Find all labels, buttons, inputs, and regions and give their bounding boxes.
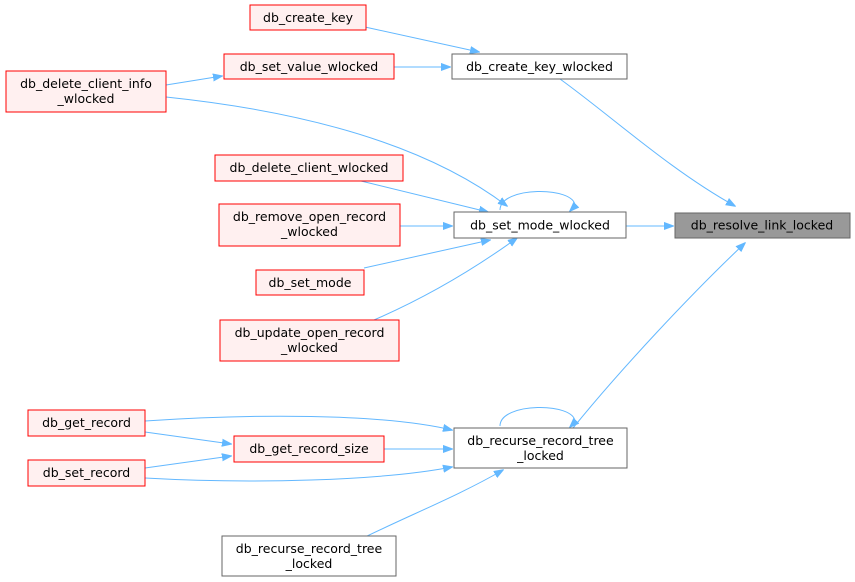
edge-get-record-to-get-record-size	[144, 431, 231, 444]
svg-text:_locked: _locked	[285, 556, 333, 571]
svg-text:db_set_mode_wlocked: db_set_mode_wlocked	[470, 218, 610, 233]
svg-text:_locked: _locked	[516, 448, 564, 463]
edge-create-key-to-create-key-wlocked	[364, 26, 479, 52]
edge-recurse-record-tree-b-to-recurse-record-tree	[362, 470, 503, 539]
svg-text:db_resolve_link_locked: db_resolve_link_locked	[691, 218, 833, 233]
svg-text:_wlocked: _wlocked	[280, 340, 338, 355]
svg-text:db_set_record: db_set_record	[43, 465, 130, 480]
edges	[144, 26, 745, 539]
svg-text:db_create_key_wlocked: db_create_key_wlocked	[466, 59, 613, 74]
svg-text:db_recurse_record_tree: db_recurse_record_tree	[467, 433, 614, 448]
svg-text:db_delete_client_info: db_delete_client_info	[20, 76, 152, 91]
edge-set-mode-wlocked-self-loop	[499, 190, 575, 211]
node-db-resolve-link-locked[interactable]: db_resolve_link_locked	[674, 212, 851, 239]
node-db-create-key[interactable]: db_create_key	[249, 4, 367, 31]
svg-text:db_recurse_record_tree: db_recurse_record_tree	[236, 541, 383, 556]
edge-get-record-to-recurse-record-tree	[144, 415, 452, 430]
edge-set-record-to-get-record-size	[144, 456, 231, 469]
svg-text:_wlocked: _wlocked	[280, 224, 338, 239]
edge-create-key-wlocked-to-resolve-link	[559, 78, 735, 206]
edge-update-open-record-to-set-mode-wlocked	[373, 238, 517, 321]
svg-text:db_set_mode: db_set_mode	[269, 275, 352, 290]
node-db-set-value-wlocked[interactable]: db_set_value_wlocked	[223, 53, 395, 80]
node-db-set-record[interactable]: db_set_record	[27, 459, 146, 487]
nodes: db_resolve_link_locked db_create_key_wlo…	[5, 4, 851, 577]
svg-text:db_update_open_record: db_update_open_record	[235, 325, 385, 340]
edge-set-mode-to-set-mode-wlocked	[363, 240, 490, 269]
edge-delete-client-info-to-set-value-wlocked	[165, 76, 222, 86]
node-db-set-mode[interactable]: db_set_mode	[255, 269, 365, 296]
node-db-remove-open-record-wlocked[interactable]: db_remove_open_record _wlocked	[218, 203, 401, 247]
node-db-recurse-record-tree-locked-caller[interactable]: db_recurse_record_tree _locked	[221, 535, 397, 577]
edge-delete-client-info-to-set-mode-wlocked	[165, 96, 507, 206]
edge-recurse-record-tree-self-loop	[499, 406, 575, 427]
node-db-delete-client-info-wlocked[interactable]: db_delete_client_info _wlocked	[5, 70, 167, 113]
node-db-get-record[interactable]: db_get_record	[27, 409, 146, 437]
svg-text:db_set_value_wlocked: db_set_value_wlocked	[240, 59, 379, 74]
svg-text:db_get_record: db_get_record	[42, 415, 131, 430]
svg-text:_wlocked: _wlocked	[57, 91, 115, 106]
svg-text:db_create_key: db_create_key	[263, 10, 354, 25]
svg-text:db_get_record_size: db_get_record_size	[249, 441, 369, 456]
edge-recurse-record-tree-to-resolve-link	[572, 243, 745, 429]
node-db-get-record-size[interactable]: db_get_record_size	[233, 435, 385, 463]
node-db-recurse-record-tree-locked[interactable]: db_recurse_record_tree _locked	[453, 427, 628, 469]
node-db-set-mode-wlocked[interactable]: db_set_mode_wlocked	[453, 211, 627, 239]
node-db-create-key-wlocked[interactable]: db_create_key_wlocked	[451, 53, 628, 80]
node-db-update-open-record-wlocked[interactable]: db_update_open_record _wlocked	[219, 319, 400, 362]
edge-delete-client-wlocked-to-set-mode-wlocked	[360, 180, 488, 212]
node-db-delete-client-wlocked[interactable]: db_delete_client_wlocked	[214, 154, 404, 182]
svg-text:db_delete_client_wlocked: db_delete_client_wlocked	[230, 160, 389, 175]
svg-text:db_remove_open_record: db_remove_open_record	[233, 209, 386, 224]
edge-set-record-to-recurse-record-tree	[144, 467, 452, 482]
